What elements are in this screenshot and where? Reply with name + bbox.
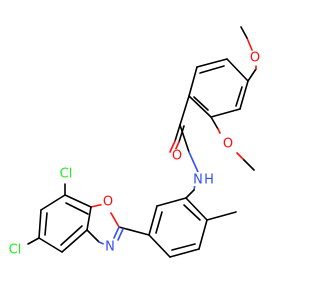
atom-o-methoxy-top: O (248, 51, 262, 66)
oxygen-label: O (223, 137, 233, 152)
dimethoxyphenyl-ring (188, 58, 249, 118)
methylphenyl-ring (148, 177, 237, 258)
oxygen-label: O (250, 51, 260, 66)
nitrogen-label: N (193, 173, 203, 188)
chlorine-label: Cl (9, 243, 22, 258)
atom-n-oxazole: N (103, 240, 117, 255)
benzoxazole-ring (27, 183, 150, 253)
carbonyl-group (169, 95, 199, 173)
atom-o-oxazole: O (101, 195, 115, 210)
atom-labels: O O O N H O N Cl Cl (3, 51, 262, 258)
atom-nh-amide: N H (191, 172, 215, 188)
atom-cl-top: Cl (56, 167, 74, 182)
methoxy-group-top (240, 26, 257, 82)
oxygen-label: O (172, 149, 182, 164)
chlorine-label: Cl (60, 167, 73, 182)
atom-o-carbonyl: O (170, 149, 184, 164)
hydrogen-label: H (204, 173, 214, 188)
oxygen-label: O (103, 195, 113, 210)
atom-o-methoxy-ring: O (221, 137, 235, 152)
methoxy-group-ring (210, 116, 255, 171)
chemical-structure: O O O N H O N Cl Cl (3, 26, 262, 258)
atom-cl-bottom: Cl (3, 243, 23, 258)
nitrogen-label: N (105, 240, 115, 255)
